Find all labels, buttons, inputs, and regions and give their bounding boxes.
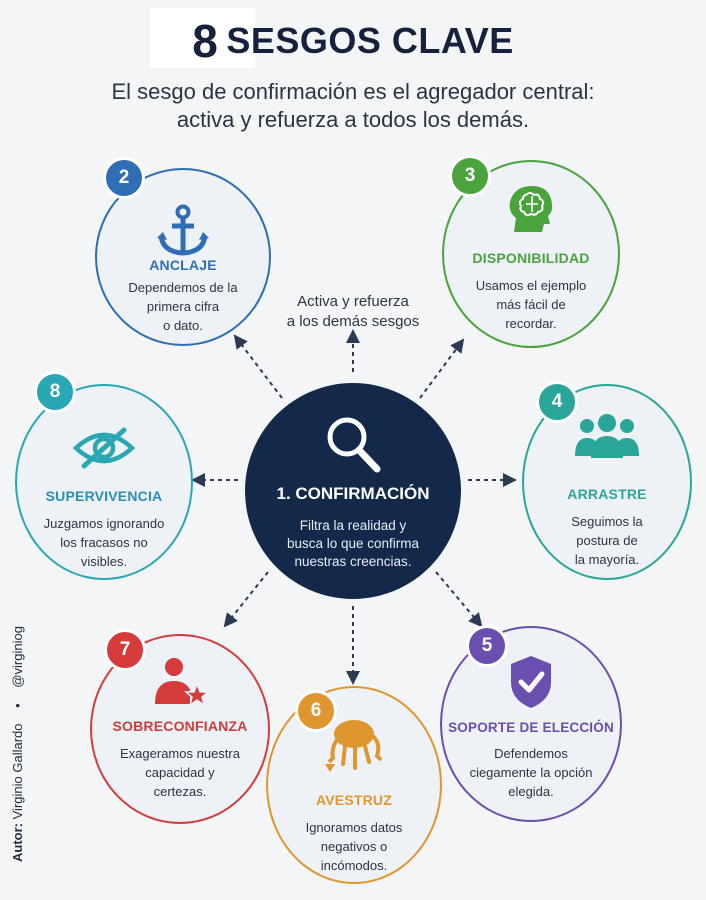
ostrich-icon [323,718,385,779]
title-number: 8 [192,15,219,67]
badge-7: 7 [104,629,146,671]
badge-4: 4 [536,381,578,423]
anchor-icon [155,204,211,263]
badge-8: 8 [34,371,76,413]
center-hint-line-1: Activa y refuerza [297,293,409,310]
bias-desc-line: postura de [576,533,638,548]
center-desc: Filtra la realidad y busca lo que confir… [265,517,441,571]
bias-name: ARRASTRE [567,486,647,502]
title-text: SESGOS CLAVE [226,20,514,61]
bias-desc-line: negativos o [320,839,388,854]
magnifier-icon [323,413,383,480]
bias-desc-line: los fracasos no [60,535,148,550]
author-separator: • [10,703,25,708]
arrow-to-disponibilidad [419,338,465,399]
bubble-soporte-eleccion: SOPORTE DE ELECCIÓN Defendemos ciegament… [440,626,622,822]
bias-name: ANCLAJE [149,257,217,273]
center-desc-line: nuestras creencias. [294,554,412,569]
bias-desc-line: Seguimos la [571,514,643,529]
arrow-to-soporte [435,571,483,628]
author-handle: @virginiog [10,626,25,688]
bias-desc: Defendemos ciegamente la opción elegida. [464,744,598,801]
author-credit: Autor: Virginio Gallardo • @virginiog [10,626,25,862]
bias-desc: Dependemos de la primera cifra o dato. [119,278,247,335]
center-hint-line-2: a los demás sesgos [286,313,420,330]
badge-2: 2 [103,157,145,199]
arrow-to-sobreconfianza [223,571,269,628]
bias-desc-line: elegida. [508,784,554,799]
bubble-supervivencia: SUPERVIVENCIA Juzgamos ignorando los fra… [15,384,193,580]
bias-desc-line: Usamos el ejemplo [475,278,587,293]
bias-desc-line: Dependemos de la [128,280,238,295]
group-icon [572,412,642,465]
subtitle: El sesgo de confirmación es el agregador… [40,78,666,134]
bias-desc-line: capacidad y [145,765,215,780]
badge-6: 6 [295,690,337,732]
bias-name: SOBRECONFIANZA [112,718,248,734]
bubble-sobreconfianza: SOBRECONFIANZA Exageramos nuestra capaci… [90,634,270,824]
bias-desc-line: Exageramos nuestra [120,746,240,761]
bias-desc: Juzgamos ignorando los fracasos no visib… [39,514,169,571]
subtitle-line-1: El sesgo de confirmación es el agregador… [111,79,595,104]
bias-desc-line: visibles. [80,554,128,569]
center-desc-line: Filtra la realidad y [299,518,407,533]
center-desc-line: busca lo que confirma [286,536,420,551]
bias-desc-line: o dato. [163,318,203,333]
bias-desc-line: incómodos. [320,858,388,873]
bias-desc-line: ciegamente la opción [469,765,593,780]
bias-name: AVESTRUZ [315,792,392,808]
bias-desc: Exageramos nuestra capacidad y certezas. [114,744,246,801]
bias-desc: Ignoramos datos negativos o incómodos. [290,818,418,875]
brain-head-icon [504,182,558,241]
badge-3: 3 [449,155,491,197]
center-bubble-confirmacion: 1. CONFIRMACIÓN Filtra la realidad y bus… [245,383,461,599]
bias-desc-line: la mayoría. [574,552,640,567]
center-hint: Activa y refuerza a los demás sesgos [260,292,446,332]
bias-desc-line: certezas. [153,784,207,799]
shield-check-icon [507,654,555,715]
bias-desc-line: Juzgamos ignorando [43,516,165,531]
bias-desc: Usamos el ejemplo más fácil de recordar. [466,276,596,333]
subtitle-line-2: activa y refuerza a todos los demás. [176,107,530,132]
bias-desc-line: más fácil de [496,297,566,312]
bias-name: SOPORTE DE ELECCIÓN [448,720,614,735]
bubble-avestruz: AVESTRUZ Ignoramos datos negativos o inc… [266,686,442,884]
bias-desc-line: primera cifra [146,299,220,314]
author-label: Autor: [10,823,25,862]
bias-desc-line: recordar. [505,316,557,331]
bias-desc: Seguimos la postura de la mayoría. [546,512,668,569]
badge-5: 5 [466,625,508,667]
arrow-to-anclaje [233,334,283,399]
title-highlight [150,8,255,68]
bias-desc-line: Ignoramos datos [305,820,403,835]
eye-slash-icon [72,426,136,475]
author-name: Virginio Gallardo [10,723,25,820]
bias-desc-line: Defendemos [494,746,568,761]
person-star-icon [150,656,211,711]
center-name: 1. CONFIRMACIÓN [276,484,430,503]
bias-name: DISPONIBILIDAD [472,250,590,266]
bias-name: SUPERVIVENCIA [45,488,163,504]
